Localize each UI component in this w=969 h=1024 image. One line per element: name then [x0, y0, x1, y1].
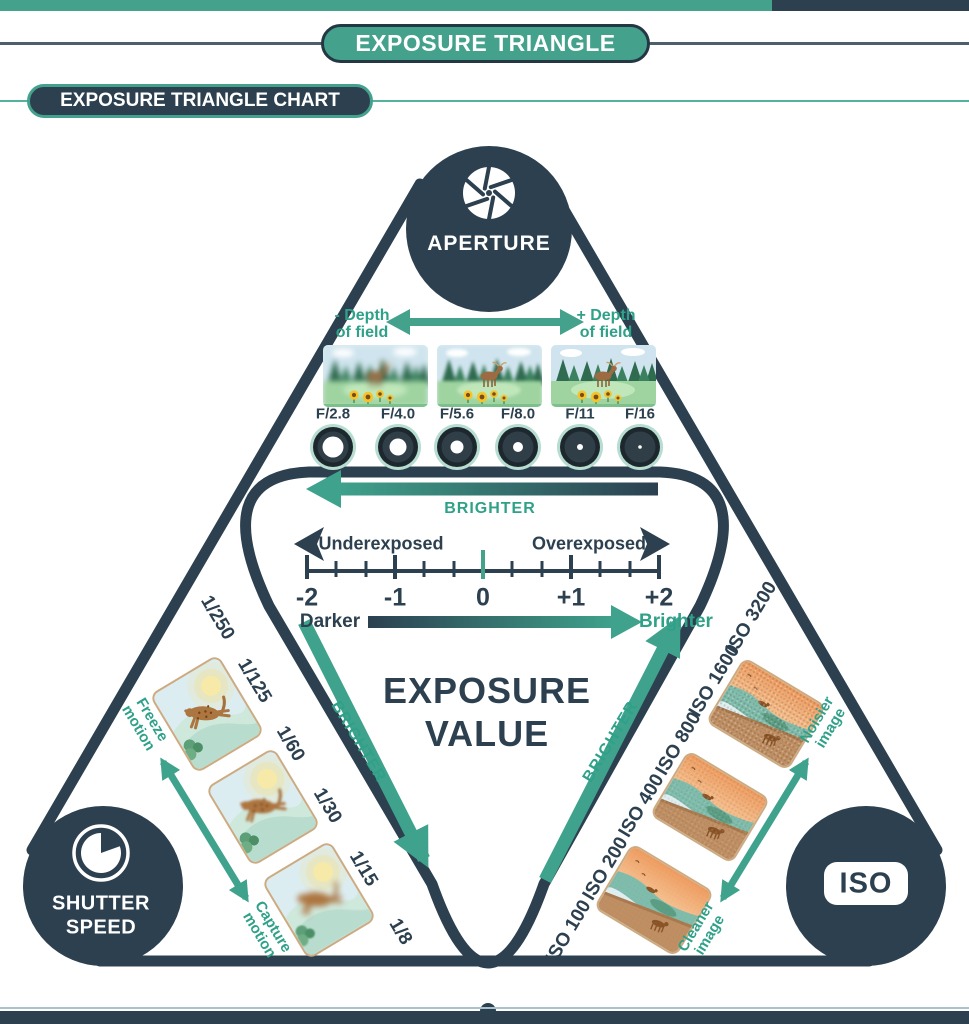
iso-photo-clean [593, 842, 715, 958]
aperture-corner-circle [406, 146, 572, 312]
iso-label: ISO [839, 867, 893, 900]
ev-tick-minus2: -2 [295, 583, 319, 612]
cheetah-photo-motion-blur [261, 839, 377, 961]
dof-more-line1: + Depth [576, 307, 636, 325]
underexposed-text: Underexposed [318, 533, 444, 554]
top-accent-bar-dark-segment [772, 0, 969, 11]
dof-more-label: + Depth of field [576, 307, 636, 342]
dof-less-label: - Depth of field [334, 307, 390, 342]
ev-scale [305, 550, 661, 579]
aperture-icon [463, 165, 515, 221]
dof-photo-medium [437, 345, 542, 407]
ev-tick-plus2: +2 [644, 583, 674, 612]
iso-photo-noisy [705, 656, 827, 772]
inner-triangle [240, 466, 729, 969]
cheetah-photo-slight-blur [205, 746, 321, 868]
ev-tick-plus1: +1 [556, 583, 586, 612]
lens-f5.6 [434, 424, 480, 470]
subheader-rule [0, 100, 969, 102]
ev-tick-zero: 0 [476, 583, 490, 612]
shutter-speed-icon [72, 824, 130, 882]
iso-badge-plate [824, 862, 908, 905]
shutter-corner-circle [23, 806, 183, 966]
fstop-f11: F/11 [565, 405, 595, 423]
overexposed-text: Overexposed [531, 533, 647, 554]
sunflowers [323, 390, 428, 407]
lens-f2.8 [310, 424, 356, 470]
fstop-f8.0: F/8.0 [500, 405, 536, 423]
overexposed-chevron [640, 527, 670, 561]
iso-quality-arrow [720, 757, 809, 903]
fstop-f2.8: F/2.8 [315, 405, 351, 423]
dof-photo-shallow [323, 345, 428, 407]
shutter-brighter-arrow [298, 619, 430, 868]
aperture-label: APERTURE [427, 232, 551, 255]
lens-f11 [557, 424, 603, 470]
dof-less-line2: of field [335, 324, 389, 341]
fstop-f16: F/16 [624, 405, 656, 423]
dof-more-line2: of field [579, 324, 633, 341]
exposure-value-title-line2: VALUE [424, 713, 550, 754]
lens-f16 [617, 424, 663, 470]
lens-icons [310, 424, 663, 470]
bottom-thin-line [0, 1007, 969, 1009]
fstop-f4.0: F/4.0 [380, 405, 416, 423]
shutter-label-line2: SPEED [65, 916, 137, 939]
aperture-brighter-text: BRIGHTER [444, 500, 536, 517]
shutter-motion-arrow [160, 757, 249, 903]
top-accent-bar [0, 0, 969, 11]
fstop-f5.6: F/5.6 [439, 405, 475, 423]
dof-photo-deep [551, 345, 656, 407]
cheetah-photo-frozen [149, 653, 265, 775]
lens-f4.0 [375, 424, 421, 470]
ev-tick-minus1: -1 [383, 583, 407, 612]
shutter-label-line1: SHUTTER [52, 892, 150, 915]
brighter-text: Brighter [639, 611, 713, 632]
dof-less-line1: - Depth [334, 307, 390, 325]
iso-photo-medium [649, 749, 771, 865]
chart-title-badge: EXPOSURE TRIANGLE CHART [27, 84, 373, 118]
darker-text: Darker [299, 611, 361, 632]
underexposed-chevron [294, 527, 324, 561]
dof-arrow [386, 309, 584, 335]
title-badge: EXPOSURE TRIANGLE [321, 24, 650, 63]
iso-brighter-arrow [539, 615, 682, 883]
darker-brighter-arrow [368, 605, 642, 639]
bottom-accent-bar [0, 1011, 969, 1024]
exposure-value-title-line1: EXPOSURE [382, 670, 592, 711]
aperture-brighter-arrow [306, 470, 658, 508]
lens-f8.0 [495, 424, 541, 470]
